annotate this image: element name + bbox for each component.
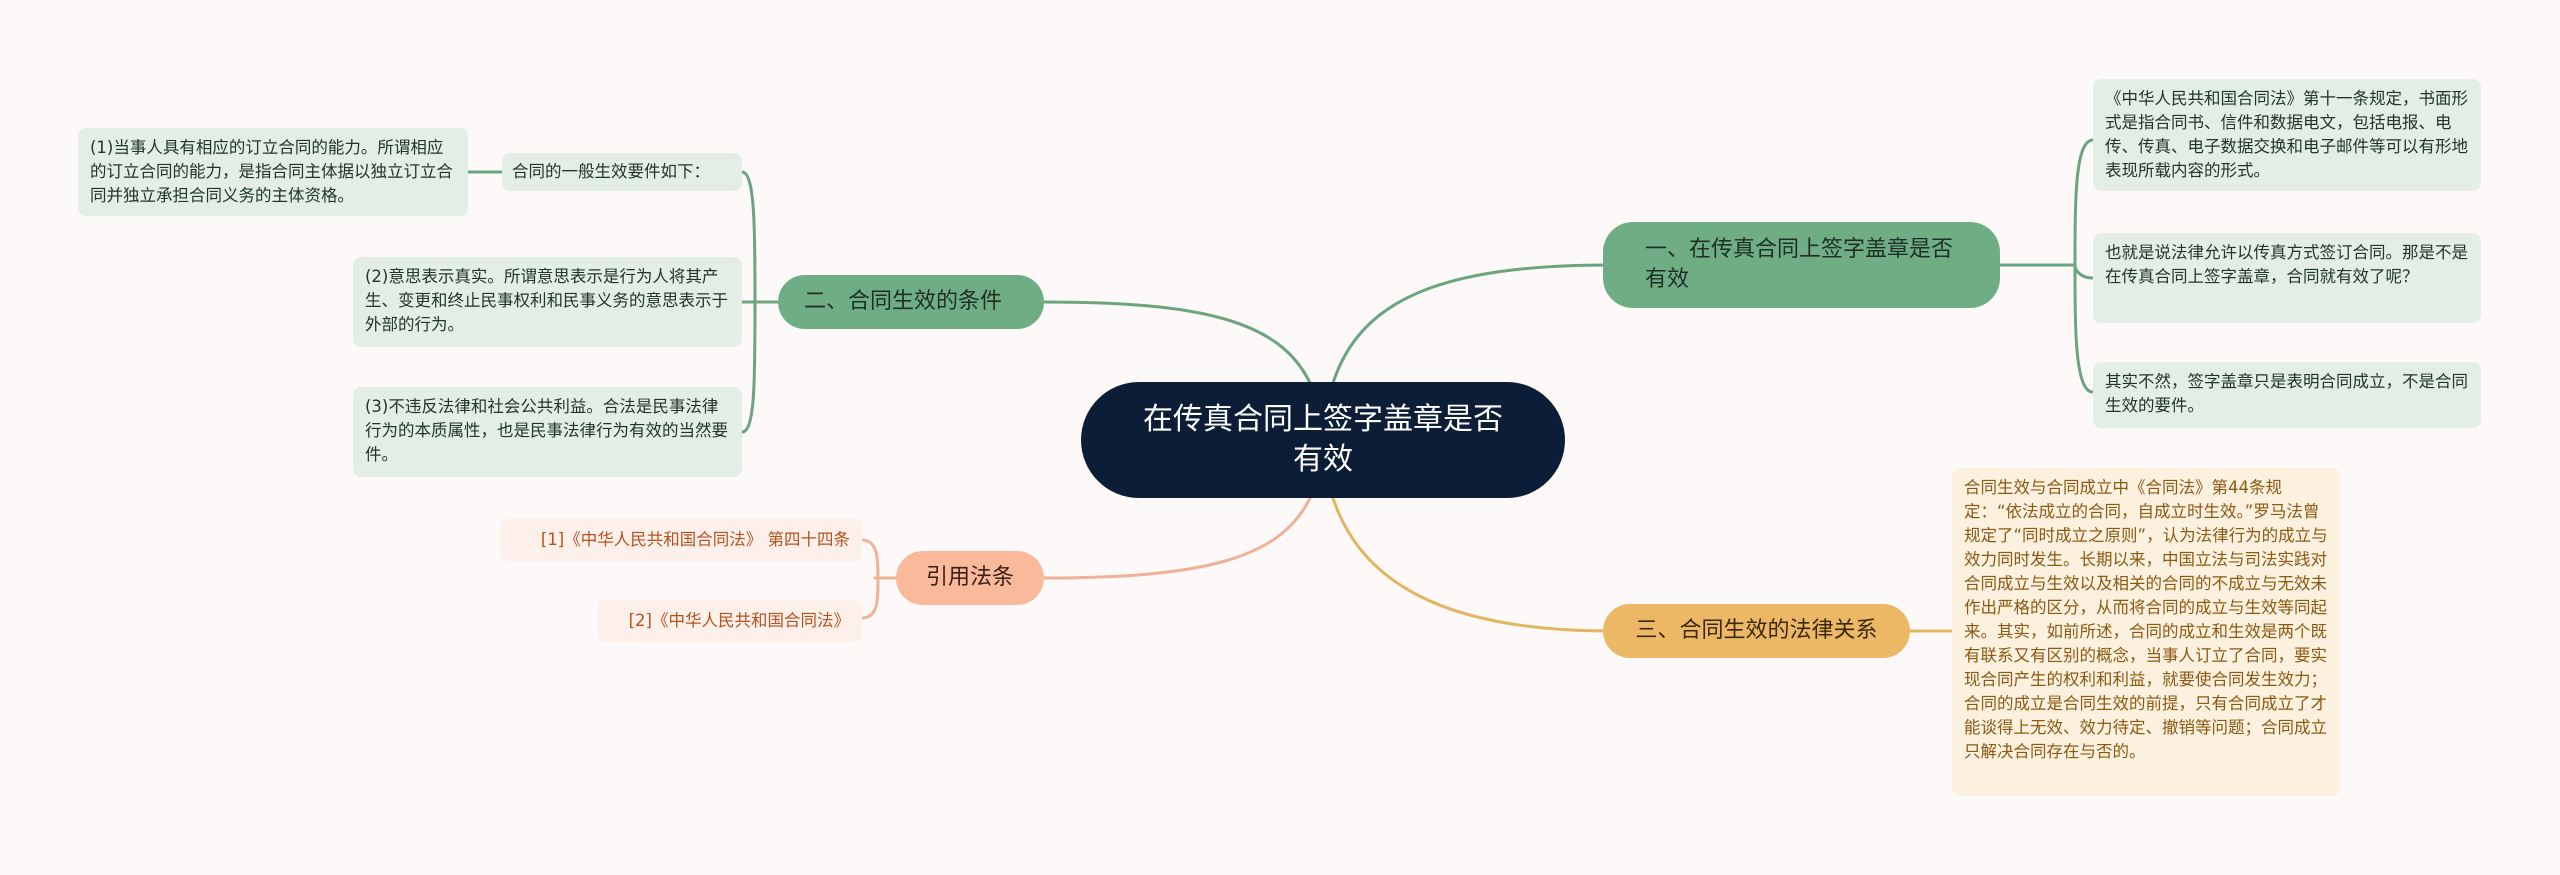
branch-label: 一、在传真合同上签字盖章是否有效 [1645, 237, 1954, 292]
citation-item-2[interactable]: [2]《中华人民共和国合同法》 [598, 600, 862, 642]
leaf-text: (3)不违反法律和社会公共利益。合法是民事法律行为的本质属性，也是民事法律行为有… [365, 397, 728, 464]
branch-node-cited-statutes[interactable]: 引用法条 [896, 551, 1044, 605]
branch-label: 三、合同生效的法律关系 [1635, 618, 1878, 643]
citation-text: [1]《中华人民共和国合同法》 第四十四条 [540, 530, 850, 549]
leaf-text: 其实不然，签字盖章只是表明合同成立，不是合同生效的要件。 [2105, 372, 2468, 415]
leaf-text: (2)意思表示真实。所谓意思表示是行为人将其产生、变更和终止民事权利和民事义务的… [365, 267, 728, 334]
branch-node-fax-signature-validity[interactable]: 一、在传真合同上签字盖章是否有效 [1603, 222, 2000, 308]
root-title: 在传真合同上签字盖章是否有效 [1143, 402, 1503, 477]
leaf-text: 也就是说法律允许以传真方式签订合同。那是不是在传真合同上签字盖章，合同就有效了呢… [2105, 243, 2468, 286]
citation-text: [2]《中华人民共和国合同法》 [628, 611, 850, 630]
leaf-node-legality[interactable]: (3)不违反法律和社会公共利益。合法是民事法律行为的本质属性，也是民事法律行为有… [353, 387, 742, 477]
sub-node-general-requirements[interactable]: 合同的一般生效要件如下： [502, 153, 742, 191]
citation-item-1[interactable]: [1]《中华人民共和国合同法》 第四十四条 [500, 519, 862, 561]
branch-label: 引用法条 [925, 565, 1014, 590]
leaf-node-contract-law-article-11[interactable]: 《中华人民共和国合同法》第十一条规定，书面形式是指合同书、信件和数据电文，包括电… [2093, 79, 2481, 191]
leaf-text: 合同的一般生效要件如下： [512, 162, 710, 181]
leaf-node-genuine-intent[interactable]: (2)意思表示真实。所谓意思表示是行为人将其产生、变更和终止民事权利和民事义务的… [353, 257, 742, 347]
branch-node-effectiveness-conditions[interactable]: 二、合同生效的条件 [778, 275, 1044, 329]
branch-node-legal-relationship[interactable]: 三、合同生效的法律关系 [1603, 604, 1910, 658]
leaf-text: (1)当事人具有相应的订立合同的能力。所谓相应的订立合同的能力，是指合同主体据以… [90, 138, 453, 205]
leaf-text: 《中华人民共和国合同法》第十一条规定，书面形式是指合同书、信件和数据电文，包括电… [2105, 89, 2468, 180]
root-node[interactable]: 在传真合同上签字盖章是否有效 [1081, 382, 1565, 498]
leaf-node-formation-vs-effectiveness[interactable]: 合同生效与合同成立中《合同法》第44条规定：“依法成立的合同，自成立时生效。”罗… [1952, 468, 2340, 796]
leaf-node-signature-not-effectiveness[interactable]: 其实不然，签字盖章只是表明合同成立，不是合同生效的要件。 [2093, 362, 2481, 428]
leaf-node-capacity-requirement[interactable]: (1)当事人具有相应的订立合同的能力。所谓相应的订立合同的能力，是指合同主体据以… [78, 128, 468, 216]
leaf-text: 合同生效与合同成立中《合同法》第44条规定：“依法成立的合同，自成立时生效。”罗… [1964, 478, 2328, 761]
leaf-node-fax-allowed-question[interactable]: 也就是说法律允许以传真方式签订合同。那是不是在传真合同上签字盖章，合同就有效了呢… [2093, 233, 2481, 323]
branch-label: 二、合同生效的条件 [804, 289, 1003, 314]
